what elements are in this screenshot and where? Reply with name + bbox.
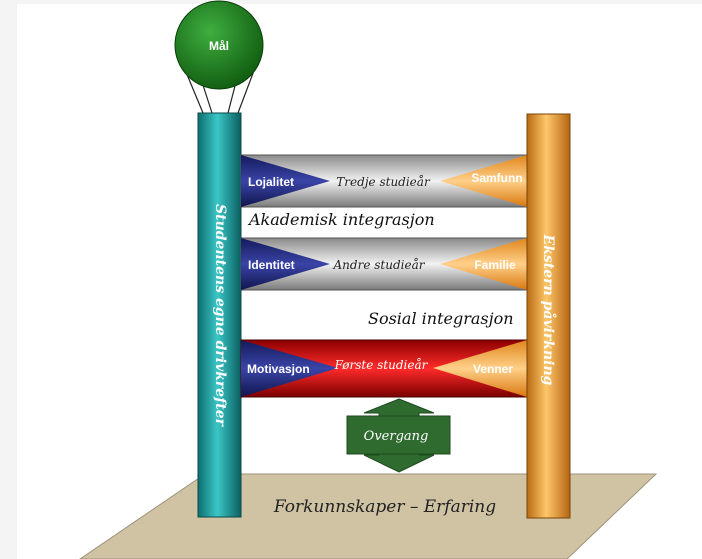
bar-first-year-right-label: Venner bbox=[473, 362, 513, 376]
bar-third-year-right-triangle bbox=[440, 155, 527, 207]
goal-label: Mål bbox=[209, 39, 229, 53]
bar-third-year-left-triangle bbox=[241, 155, 330, 207]
bar-first-year-left-label: Motivasjon bbox=[247, 362, 310, 376]
bar-first-year-left-triangle bbox=[241, 340, 338, 397]
bar-third-year: Lojalitet Tredje studieår Samfunn bbox=[240, 154, 528, 208]
goal-balloon bbox=[174, 0, 264, 90]
bar-first-year-right-triangle bbox=[433, 340, 527, 397]
academic-integration-label: Akademisk integrasjon bbox=[247, 210, 435, 229]
ground-label: Forkunnskaper – Erfaring bbox=[273, 497, 496, 517]
right-pillar-label: Ekstern påvirkning bbox=[540, 234, 558, 386]
bar-third-year-left-label: Lojalitet bbox=[248, 175, 294, 189]
bar-second-year-right-triangle bbox=[440, 238, 527, 290]
social-integration-label: Sosial integrasjon bbox=[368, 309, 514, 328]
bar-second-year-right-label: Familie bbox=[474, 258, 516, 272]
bar-third-year-center-label: Tredje studieår bbox=[336, 174, 431, 189]
bar-second-year: Identitet Andre studieår Familie bbox=[240, 237, 528, 291]
bar-third-year-right-label: Samfunn bbox=[471, 171, 522, 185]
transition-label: Overgang bbox=[364, 429, 429, 444]
left-pillar bbox=[197, 112, 242, 518]
bar-second-year-left-triangle bbox=[241, 238, 330, 290]
right-pillar bbox=[526, 113, 571, 519]
bar-first-year-center-label: Første studieår bbox=[334, 357, 429, 372]
bar-second-year-center-label: Andre studieår bbox=[333, 257, 426, 272]
transition-box bbox=[346, 415, 451, 455]
bar-first-year: Motivasjon Første studieår Venner bbox=[240, 339, 528, 398]
bar-second-year-left-label: Identitet bbox=[248, 258, 295, 272]
left-pillar-label: Studentens egne drivkrefter bbox=[212, 204, 228, 428]
